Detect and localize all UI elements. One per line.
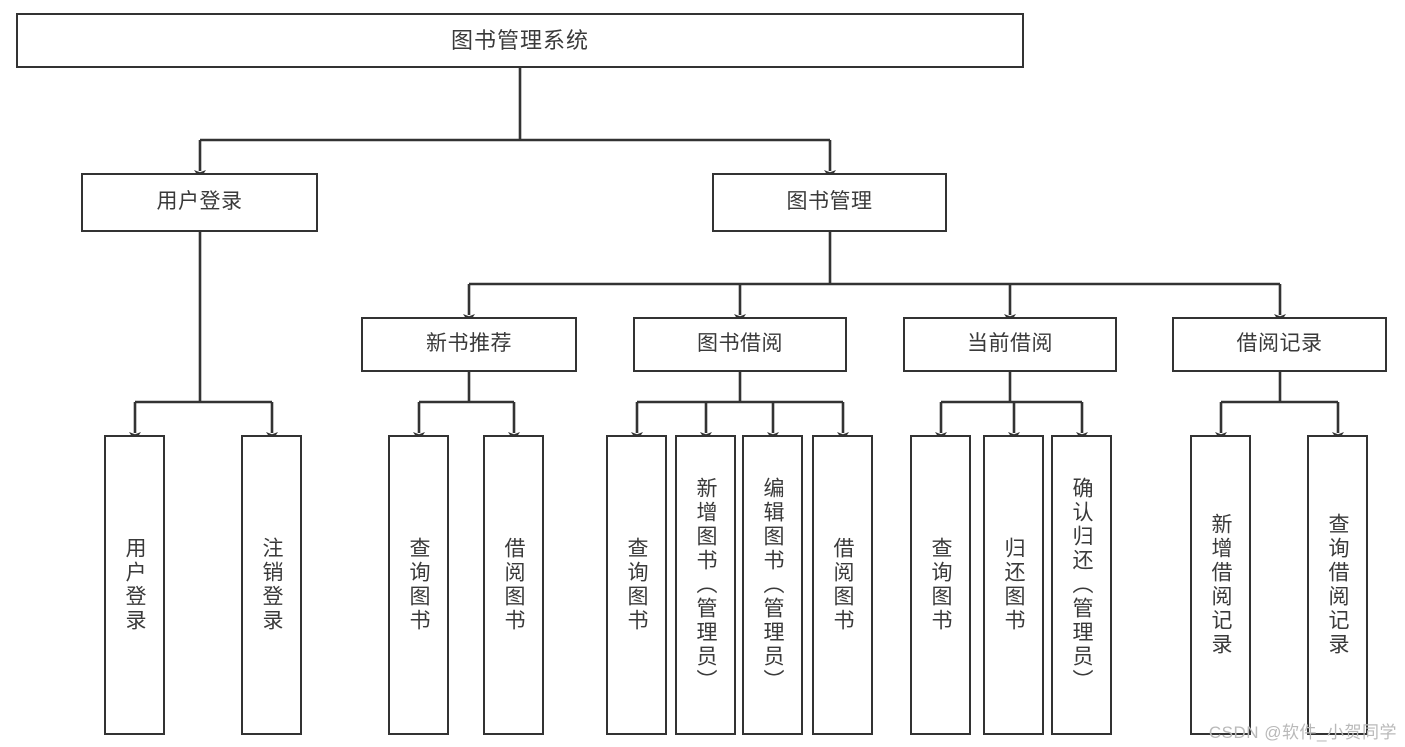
node-label: 查询图书 bbox=[929, 537, 952, 633]
node-label: 用户登录 bbox=[123, 537, 146, 633]
node-label: 图书借阅 bbox=[697, 332, 783, 356]
node-label: 借阅图书 bbox=[502, 537, 525, 633]
node-leaf_confirm[interactable]: 确认归还（管理员） bbox=[1051, 435, 1112, 735]
node-label: 确认归还（管理员） bbox=[1070, 477, 1093, 693]
node-new_book_rec[interactable]: 新书推荐 bbox=[361, 317, 577, 372]
node-leaf_add[interactable]: 新增图书（管理员） bbox=[675, 435, 736, 735]
node-label: 新增借阅记录 bbox=[1209, 513, 1232, 657]
node-leaf_b1[interactable]: 借阅图书 bbox=[483, 435, 544, 735]
node-label: 图书管理 bbox=[786, 190, 873, 214]
node-label: 图书管理系统 bbox=[450, 27, 589, 53]
node-current_loan[interactable]: 当前借阅 bbox=[903, 317, 1117, 372]
node-leaf_b2[interactable]: 借阅图书 bbox=[812, 435, 873, 735]
node-label: 查询借阅记录 bbox=[1326, 513, 1349, 657]
node-label: 新书推荐 bbox=[426, 332, 512, 356]
node-label: 查询图书 bbox=[625, 537, 648, 633]
node-leaf_q1[interactable]: 查询图书 bbox=[388, 435, 449, 735]
node-loan_record[interactable]: 借阅记录 bbox=[1172, 317, 1387, 372]
node-label: 借阅图书 bbox=[831, 537, 854, 633]
node-label: 归还图书 bbox=[1002, 537, 1025, 633]
node-leaf_q3[interactable]: 查询图书 bbox=[910, 435, 971, 735]
watermark-text: CSDN @软件_小贺同学 bbox=[1208, 723, 1397, 742]
node-leaf_q2[interactable]: 查询图书 bbox=[606, 435, 667, 735]
node-label: 用户登录 bbox=[156, 190, 243, 214]
node-leaf_qrec[interactable]: 查询借阅记录 bbox=[1307, 435, 1368, 735]
node-root[interactable]: 图书管理系统 bbox=[16, 13, 1024, 68]
node-book_mgmt[interactable]: 图书管理 bbox=[712, 173, 947, 232]
node-label: 当前借阅 bbox=[967, 332, 1053, 356]
node-label: 编辑图书（管理员） bbox=[761, 477, 784, 693]
node-label: 注销登录 bbox=[260, 537, 283, 633]
node-leaf_logout[interactable]: 注销登录 bbox=[241, 435, 302, 735]
node-leaf_login[interactable]: 用户登录 bbox=[104, 435, 165, 735]
node-label: 借阅记录 bbox=[1236, 332, 1323, 356]
node-leaf_edit[interactable]: 编辑图书（管理员） bbox=[742, 435, 803, 735]
node-book_borrow[interactable]: 图书借阅 bbox=[633, 317, 847, 372]
node-label: 查询图书 bbox=[407, 537, 430, 633]
node-user_login[interactable]: 用户登录 bbox=[81, 173, 318, 232]
node-leaf_return[interactable]: 归还图书 bbox=[983, 435, 1044, 735]
node-label: 新增图书（管理员） bbox=[694, 477, 717, 693]
node-leaf_addrec[interactable]: 新增借阅记录 bbox=[1190, 435, 1251, 735]
